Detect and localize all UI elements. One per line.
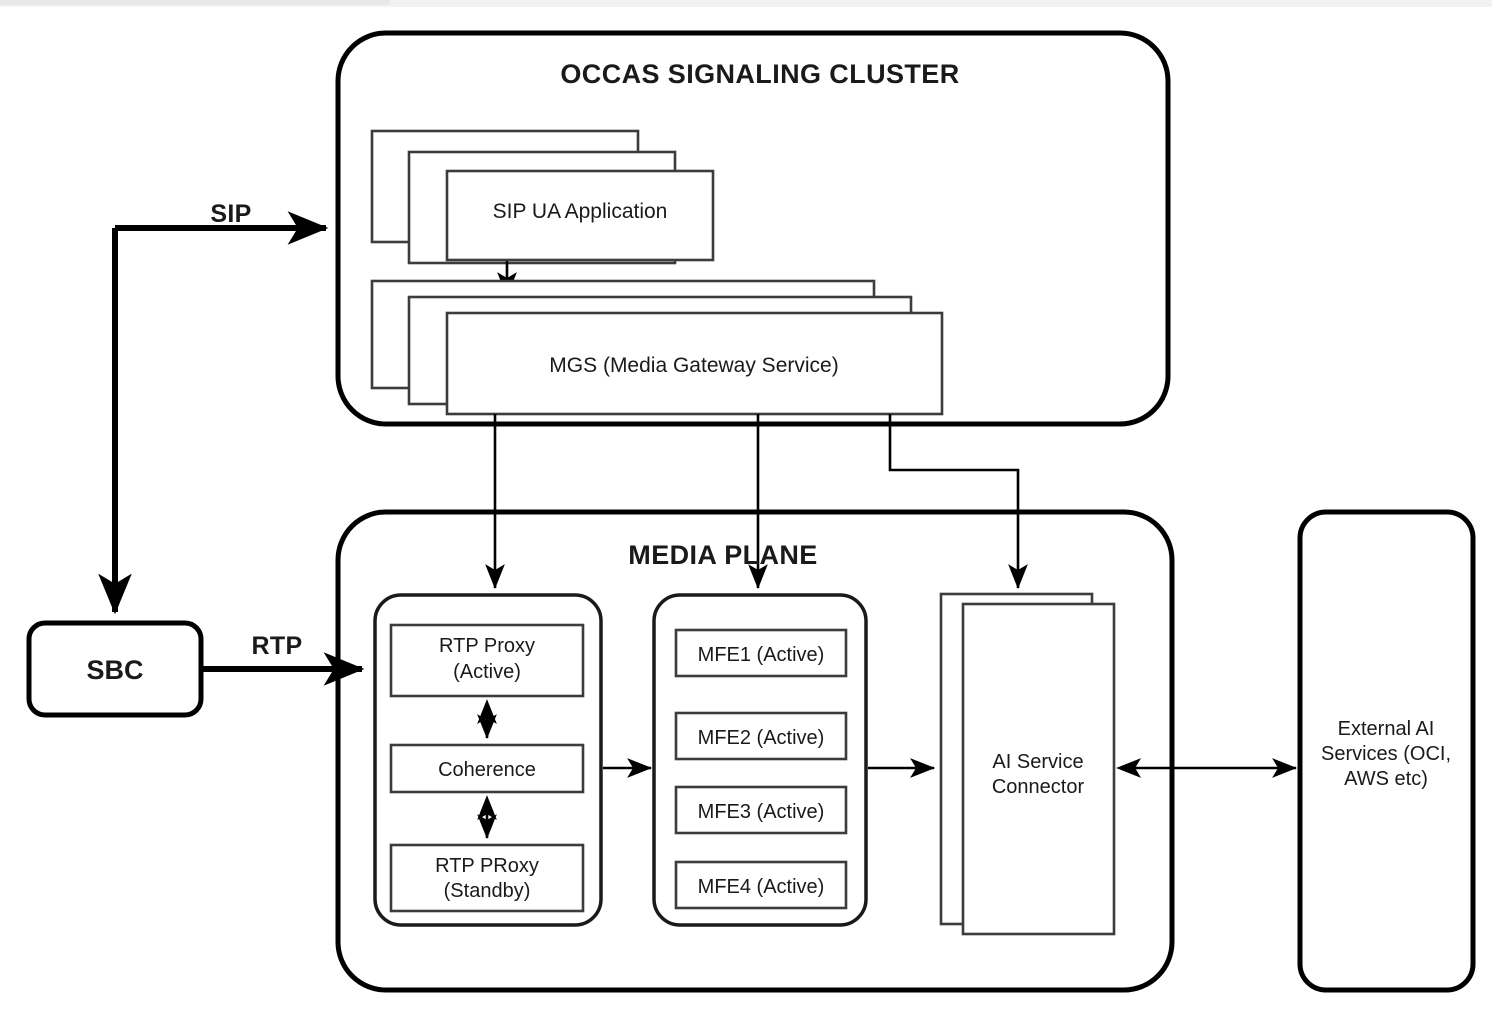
top-background-band-secondary — [0, 0, 390, 5]
external-ai-label-line2: Services (OCI, — [1321, 743, 1451, 765]
rtp-edge-label: RTP — [252, 632, 303, 660]
rtp-proxy-standby-box — [389, 843, 585, 913]
mgs-label: MGS (Media Gateway Service) — [549, 354, 838, 377]
sip-ua-application-stack: SIP UA Application — [370, 129, 715, 265]
coherence-label: Coherence — [438, 759, 536, 781]
mgs-stack: MGS (Media Gateway Service) — [370, 279, 944, 416]
ai-service-connector-stack: AI Service Connector — [939, 592, 1116, 936]
external-ai-label-line1: External AI — [1338, 718, 1435, 740]
ai-connector-box-front — [961, 602, 1116, 936]
external-ai-services-node: External AI Services (OCI, AWS etc) — [1297, 509, 1476, 993]
occas-cluster-title: OCCAS SIGNALING CLUSTER — [560, 59, 959, 89]
rtp-proxy-active-box — [389, 623, 585, 698]
edge-mgs-to-ai-connector — [888, 414, 1028, 590]
rtp-proxy-active-label-line1: RTP Proxy — [439, 635, 535, 657]
rtp-proxy-active-label-line2: (Active) — [453, 661, 521, 683]
sbc-node: SBC — [26, 620, 204, 718]
mgs-box-front — [445, 311, 944, 416]
ai-connector-label-line1: AI Service — [992, 751, 1083, 773]
mfe2-label: MFE2 (Active) — [698, 727, 825, 749]
sbc-box — [26, 620, 204, 718]
edges-mgs-to-media-plane — [485, 414, 1028, 590]
sbc-label: SBC — [86, 655, 143, 685]
mfe3-label: MFE3 (Active) — [698, 801, 825, 823]
sip-edge-label: SIP — [210, 200, 251, 228]
rtp-proxy-standby-label-line1: RTP PRoxy — [435, 855, 539, 877]
mfe-group: MFE1 (Active) MFE2 (Active) MFE3 (Active… — [652, 593, 868, 927]
mfe4-label: MFE4 (Active) — [698, 876, 825, 898]
coherence-box — [389, 743, 585, 794]
edge-sip — [98, 211, 329, 615]
sip-ua-box-front — [445, 169, 715, 262]
mfe1-box — [674, 628, 848, 678]
ai-connector-label-line2: Connector — [992, 776, 1085, 798]
external-ai-label-line3: AWS etc) — [1344, 768, 1428, 790]
rtp-proxy-standby-label-line2: (Standby) — [444, 880, 531, 902]
mfe2-box — [674, 711, 848, 761]
mfe3-box — [674, 785, 848, 835]
top-background-band — [0, 0, 1492, 7]
external-ai-services-box — [1297, 509, 1476, 993]
sip-ua-label: SIP UA Application — [493, 200, 668, 223]
mfe1-label: MFE1 (Active) — [698, 644, 825, 666]
mfe4-box — [674, 860, 848, 910]
media-plane-title: MEDIA PLANE — [628, 540, 817, 570]
rtp-proxy-group: RTP Proxy (Active) Coherence RTP PRoxy (… — [373, 593, 603, 927]
